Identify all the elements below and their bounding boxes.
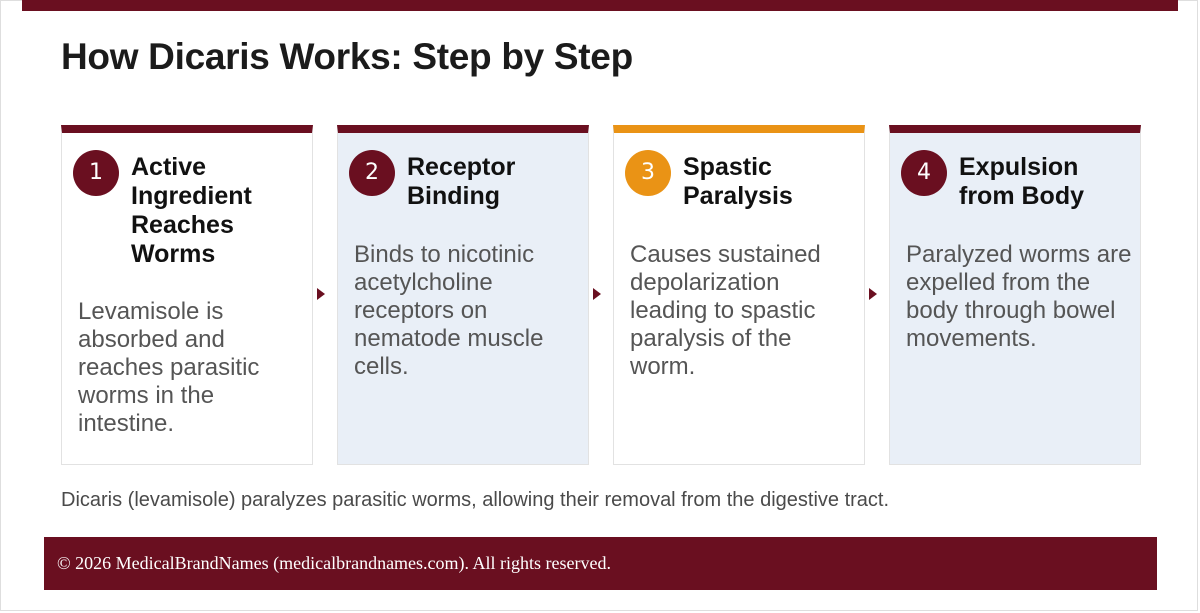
step-title: Active Ingredient Reaches Worms <box>131 153 252 268</box>
top-accent-bar <box>22 0 1178 11</box>
arrow-right-icon <box>869 288 877 300</box>
step-card-1: 1 Active Ingredient Reaches Worms Levami… <box>61 125 313 465</box>
step-number-badge: 1 <box>73 150 119 196</box>
step-title: Expulsion from Body <box>959 153 1084 210</box>
arrow-right-icon <box>593 288 601 300</box>
page-title: How Dicaris Works: Step by Step <box>61 36 633 77</box>
footer-copyright: © 2026 MedicalBrandNames (medicalbrandna… <box>44 537 1157 590</box>
step-description: Causes sustained depolarization leading … <box>630 241 821 380</box>
step-card-2: 2 Receptor Binding Binds to nicotinic ac… <box>337 125 589 465</box>
step-card-3: 3 Spastic Paralysis Causes sustained dep… <box>613 125 865 465</box>
step-description: Levamisole is absorbed and reaches paras… <box>78 298 260 437</box>
step-description: Paralyzed worms are expelled from the bo… <box>906 241 1132 352</box>
step-title: Spastic Paralysis <box>683 153 793 210</box>
step-title: Receptor Binding <box>407 153 516 210</box>
step-description: Binds to nicotinic acetylcholine recepto… <box>354 241 544 380</box>
step-card-4: 4 Expulsion from Body Paralyzed worms ar… <box>889 125 1141 465</box>
step-number-badge: 3 <box>625 150 671 196</box>
step-number-badge: 4 <box>901 150 947 196</box>
arrow-right-icon <box>317 288 325 300</box>
step-number-badge: 2 <box>349 150 395 196</box>
summary-text: Dicaris (levamisole) paralyzes parasitic… <box>61 489 890 511</box>
